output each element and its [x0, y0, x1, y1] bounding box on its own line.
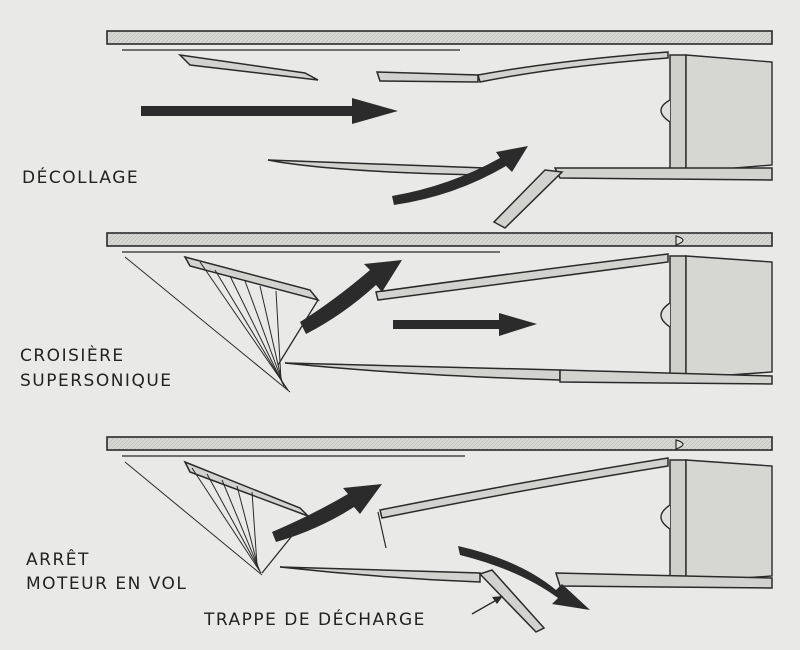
label-takeoff: DÉCOLLAGE [22, 168, 140, 188]
lower-lip [279, 566, 481, 583]
engine-face [669, 459, 687, 581]
diffuser-wall-top [477, 51, 669, 83]
label-cruise-line2: SUPERSONIQUE [20, 371, 173, 391]
rear-ramp [375, 71, 479, 83]
main-flow-arrow [141, 98, 398, 124]
pitot-probe [675, 439, 684, 450]
cowl-edge [377, 511, 387, 549]
forward-ramp [183, 255, 321, 302]
engine-body [685, 54, 773, 173]
label-shutdown-line1: ARRÊT [26, 550, 90, 570]
auxiliary-door [492, 169, 564, 229]
lower-wall [553, 167, 773, 181]
spinner [660, 504, 671, 530]
pitot-probe [675, 235, 684, 246]
fuselage-rail [106, 30, 773, 45]
auxiliary-flow-arrow [392, 146, 528, 205]
panel-shutdown [106, 436, 773, 633]
diffuser-wall-top [375, 253, 669, 301]
lower-wall [554, 572, 773, 589]
forward-ramp [177, 53, 319, 81]
engine-face [669, 255, 687, 377]
label-cruise-line1: CROISIÈRE [20, 346, 125, 366]
callout-leader [471, 596, 503, 615]
lower-lip [284, 362, 561, 381]
panel-cruise [106, 232, 773, 393]
fuselage-rail [106, 232, 773, 247]
label-shutdown-line2: MOTEUR EN VOL [26, 574, 188, 594]
fuselage-rail [106, 436, 773, 451]
discharge-flow-arrow [458, 546, 590, 610]
main-flow-arrow [393, 313, 537, 336]
shock-waves [124, 256, 291, 393]
bleed-flow-arrow [272, 484, 382, 542]
bleed-flow-arrow [300, 260, 402, 334]
spinner [660, 302, 671, 328]
label-discharge-door: TRAPPE DE DÉCHARGE [204, 610, 426, 630]
panel-takeoff [106, 30, 773, 229]
lower-wall [559, 369, 773, 385]
engine-body [685, 459, 773, 583]
cowl-line [277, 299, 319, 366]
engine-face [669, 54, 687, 176]
lower-lip [267, 159, 486, 176]
shock-waves [124, 461, 263, 576]
discharge-door [478, 569, 546, 633]
forward-ramp [183, 460, 309, 517]
diffuser-wall-top [379, 457, 669, 519]
engine-body [685, 255, 773, 379]
spinner [660, 99, 671, 123]
